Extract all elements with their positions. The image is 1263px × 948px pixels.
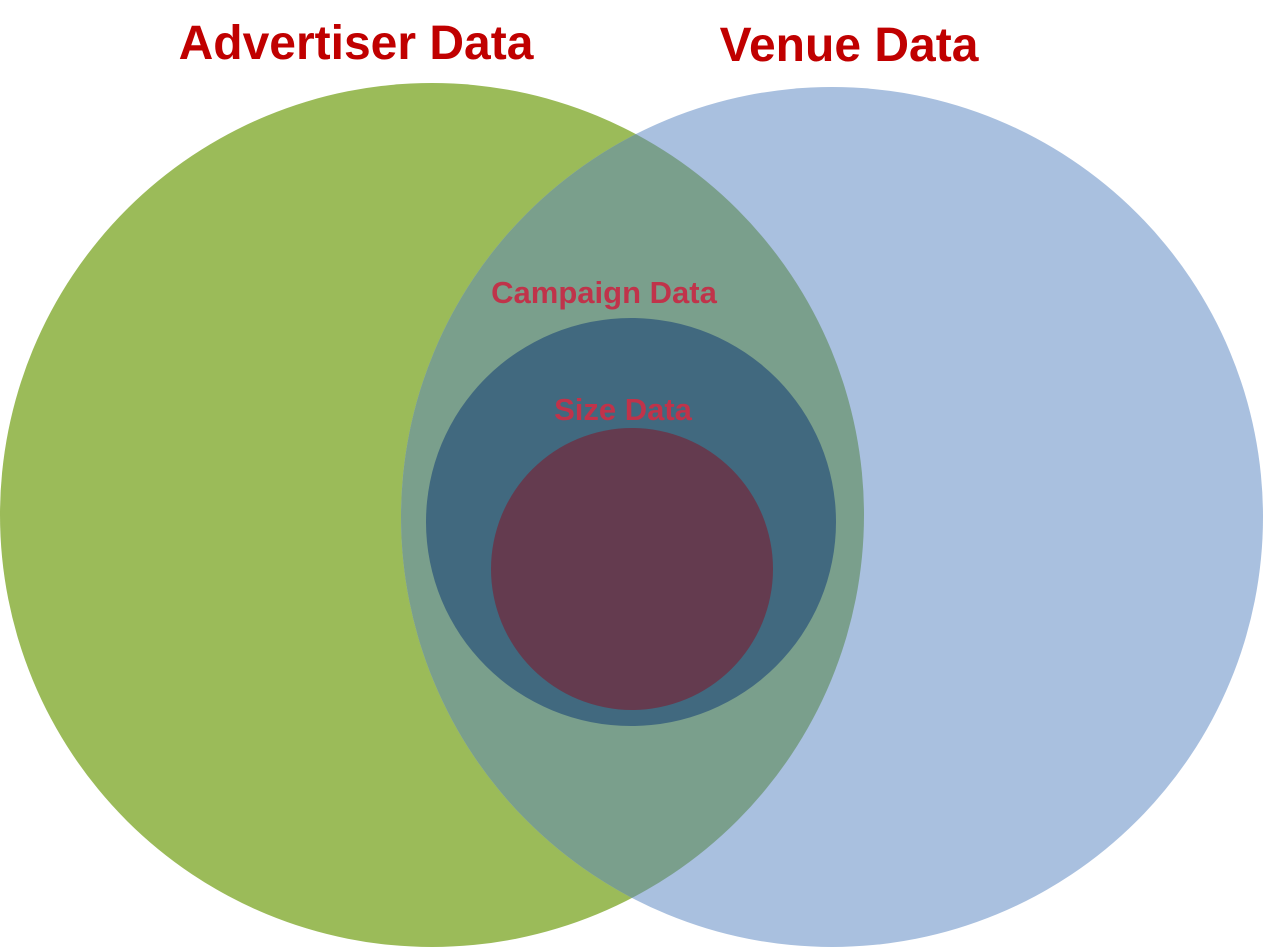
venue-data-label: Venue Data [720, 19, 979, 72]
advertiser-data-label: Advertiser Data [179, 17, 534, 70]
campaign-data-label: Campaign Data [491, 275, 717, 310]
size-data-circle [491, 428, 773, 710]
size-data-label: Size Data [554, 392, 693, 427]
